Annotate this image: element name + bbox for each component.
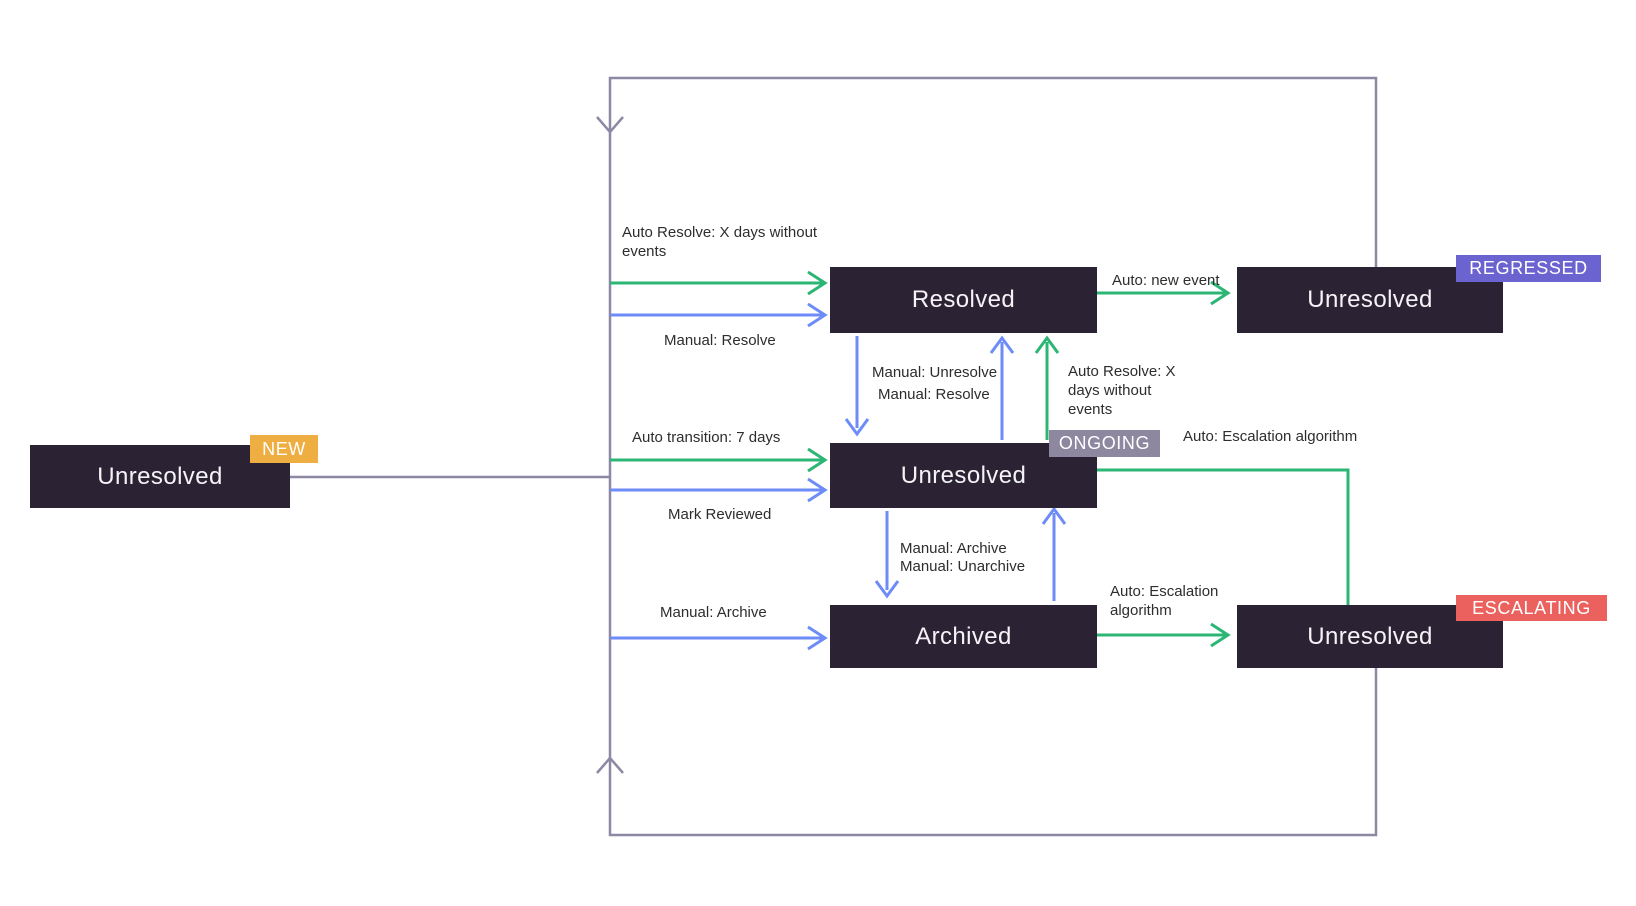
edge-auto-escalation-archived-to-escalating [1097,622,1231,648]
state-node-resolved: Resolved [830,267,1097,333]
edge-loop-regressed-escalating-to-start [290,76,1378,837]
state-node-label: Unresolved [1307,286,1433,313]
edge-auto-new-event-resolved-to-regressed [1097,280,1231,306]
status-badge-ongoing: ONGOING [1049,430,1160,457]
edge-label-manual-resolve-ongoing-to-resolved: Manual: Resolve [878,386,990,403]
status-badge-regressed: REGRESSED [1456,255,1601,282]
edge-manual-unresolve-resolved-to-ongoing [844,336,870,437]
edge-auto-resolve-ongoing-to-resolved [1034,335,1060,440]
edge-manual-resolve-new-to-resolved [610,302,828,328]
edge-label-auto-escalation-archived-to-escalating: Auto: Escalation algorithm [1110,583,1219,619]
edge-auto-transition-new-to-ongoing [610,447,828,473]
status-badge-new: NEW [250,435,318,463]
edge-label-manual-archive-new-to-archived: Manual: Archive [660,604,767,621]
edge-auto-resolve-new-to-resolved [610,270,828,296]
state-node-archived: Archived [830,605,1097,668]
state-node-label: Unresolved [97,462,223,490]
edge-manual-resolve-ongoing-to-resolved-line [989,335,1015,440]
state-node-label: Resolved [911,286,1016,313]
loop-arrow-up-icon [596,756,624,774]
edge-label-manual-unresolve: Manual: Unresolve [872,364,998,381]
state-node-label: Unresolved [1307,622,1433,650]
state-node-label: Archived [915,622,1012,650]
edge-manual-archive-ongoing-to-archived [874,511,900,599]
state-node-unresolved-new: Unresolved [30,445,290,508]
loop-arrow-down-icon [596,116,624,134]
status-badge-escalating: ESCALATING [1456,595,1607,621]
edge-label-auto-resolve-ongoing-to-resolved: Auto Resolve: X days without events [1068,363,1176,418]
edge-label-manual-resolve-new-to-resolved: Manual: Resolve [664,332,776,349]
edge-label-auto-new-event: Auto: new event [1112,272,1220,289]
state-node-unresolved-regressed: Unresolved [1237,267,1503,333]
edge-label-manual-unarchive: Manual: Unarchive [900,558,1026,575]
state-node-unresolved-escalating: Unresolved [1237,605,1503,668]
edge-manual-archive-new-to-archived [610,625,828,651]
state-node-label: Unresolved [900,461,1027,489]
edge-label-auto-escalation-ongoing-to-escalating: Auto: Escalation algorithm [1183,428,1358,445]
edge-mark-reviewed-new-to-ongoing [610,477,828,503]
edge-label-auto-resolve-new-to-resolved: Auto Resolve: X days without events [622,224,818,260]
edge-label-mark-reviewed-new-to-ongoing: Mark Reviewed [668,506,772,523]
edge-label-auto-transition-new-to-ongoing: Auto transition: 7 days [632,429,781,446]
edge-label-manual-archive-ongoing-to-archived: Manual: Archive [900,540,1007,557]
edge-manual-unarchive-archived-to-ongoing [1041,506,1067,601]
